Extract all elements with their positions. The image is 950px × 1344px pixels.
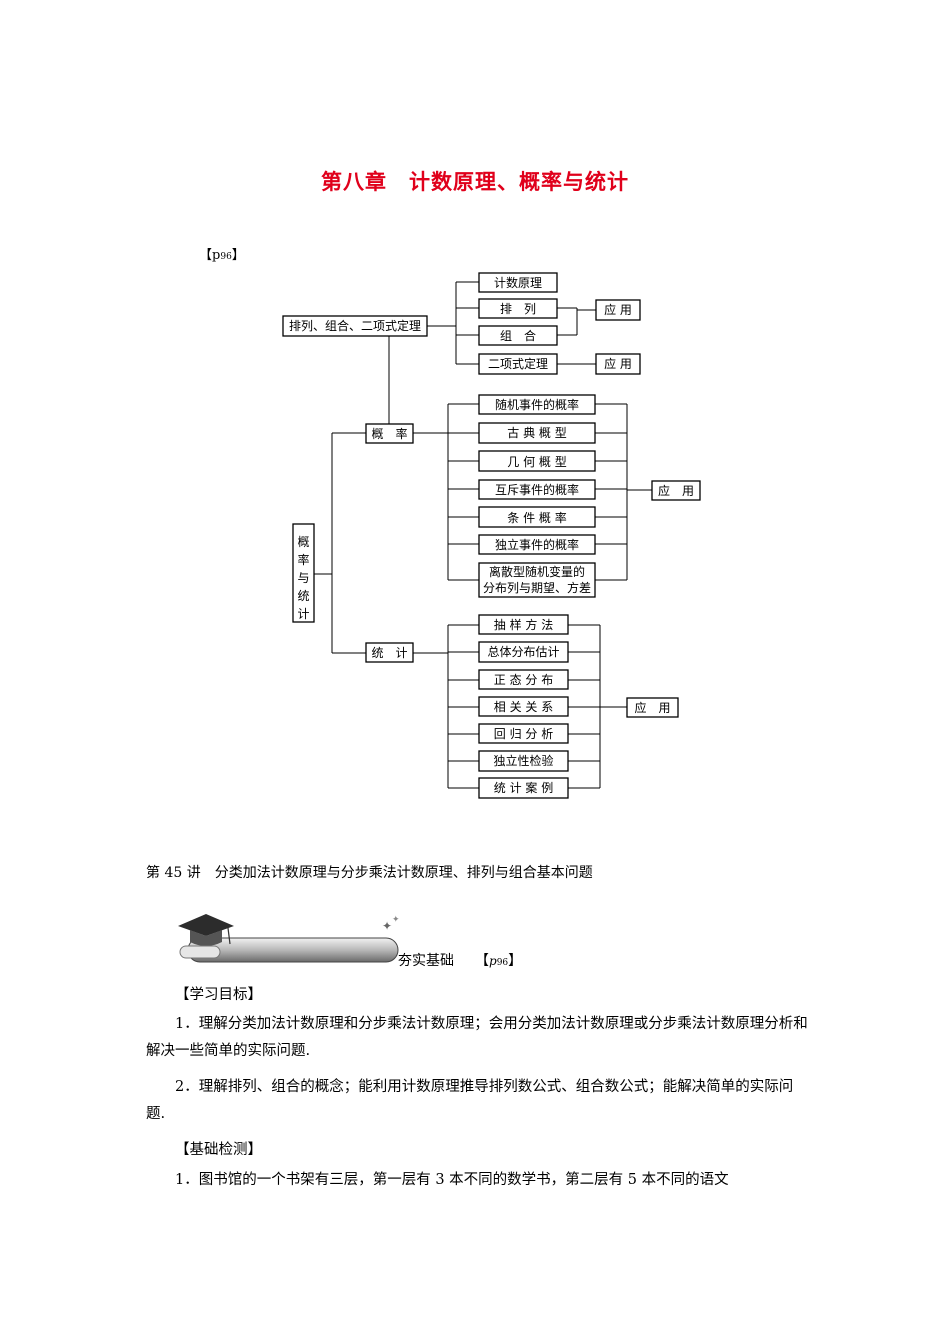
node-sampling-methods: 抽 样 方 法 [478,614,569,635]
svg-text:应 用: 应 用 [604,302,632,317]
svg-text:应 用: 应 用 [658,483,694,498]
learning-goals-heading: 【学习目标】 [175,987,262,1003]
node-application-2: 应 用 [595,353,641,375]
node-binomial-theorem: 二项式定理 [478,353,558,375]
node-discrete-random-variable: 离散型随机变量的 分布列与期望、方差 [478,562,596,598]
svg-text:独立性检验: 独立性检验 [493,753,553,768]
svg-text:组 合: 组 合 [500,328,536,343]
node-probability: 概 率 [365,423,414,444]
svg-text:计: 计 [297,607,309,621]
graduation-cap-banner-icon: ✦ ✦ [178,914,400,963]
svg-text:古 典 概 型: 古 典 概 型 [507,425,566,440]
node-random-event-probability: 随机事件的概率 [478,394,596,415]
node-application-statistics: 应 用 [626,697,679,718]
goal-2: 2．理解排列、组合的概念；能利用计数原理推导排列数公式、组合数公式；能解决简单的… [146,1079,794,1122]
node-statistical-cases: 统 计 案 例 [478,777,569,799]
svg-text:排列、组合、二项式定理: 排列、组合、二项式定理 [289,318,421,333]
node-conditional-probability: 条 件 概 率 [478,506,596,528]
node-permutation-combination-binomial: 排列、组合、二项式定理 [282,315,428,337]
svg-text:排 列: 排 列 [500,302,536,316]
svg-text:分布列与期望、方差: 分布列与期望、方差 [483,580,591,595]
chapter-title: 第八章 计数原理、概率与统计 [321,169,629,194]
basic-test-heading: 【基础检测】 [175,1142,262,1158]
node-geometric-probability: 几 何 概 型 [478,450,596,472]
goal-1: 1．理解分类加法计数原理和分步乘法计数原理；会用分类加法计数原理或分步乘法计数原… [146,1016,808,1059]
svg-text:应 用: 应 用 [634,700,670,715]
node-application-probability: 应 用 [651,480,701,501]
knowledge-structure-diagram: 排列、组合、二项式定理 计数原理 排 列 组 合 二项式定理 应 用 应 用 概… [282,272,701,799]
node-root-probability-statistics: 概 率 与 统 计 [292,523,315,623]
svg-text:几 何 概 型: 几 何 概 型 [507,455,566,469]
node-regression-analysis: 回 归 分 析 [478,723,569,744]
node-normal-distribution: 正 态 分 布 [478,669,569,690]
svg-text:回 归 分 析: 回 归 分 析 [494,727,553,741]
svg-text:随机事件的概率: 随机事件的概率 [495,397,579,412]
node-classical-probability: 古 典 概 型 [478,422,596,444]
node-population-distribution-estimation: 总体分布估计 [478,641,569,663]
svg-text:✦: ✦ [382,919,392,933]
svg-text:率: 率 [297,552,309,567]
svg-text:条 件 概 率: 条 件 概 率 [507,510,566,525]
svg-text:二项式定理: 二项式定理 [488,356,548,371]
svg-text:统: 统 [297,589,309,603]
node-independent-events: 独立事件的概率 [478,534,596,555]
svg-text:概: 概 [297,535,309,549]
page-reference: 【p96】 [199,248,245,263]
svg-text:离散型随机变量的: 离散型随机变量的 [489,564,585,579]
svg-text:抽 样 方 法: 抽 样 方 法 [494,617,553,632]
section-heading: 夯实基础 【p96】 [398,953,523,969]
svg-text:概 率: 概 率 [371,426,407,441]
node-combination: 组 合 [478,325,558,346]
question-1: 1．图书馆的一个书架有三层，第一层有 3 本不同的数学书，第二层有 5 本不同的… [175,1172,729,1188]
svg-text:正 态 分 布: 正 态 分 布 [494,673,553,687]
svg-text:统 计 案 例: 统 计 案 例 [494,780,553,795]
svg-text:统 计: 统 计 [371,646,407,660]
svg-text:✦: ✦ [392,915,400,925]
svg-text:计数原理: 计数原理 [494,275,542,290]
node-independence-test: 独立性检验 [478,750,569,772]
svg-text:总体分布估计: 总体分布估计 [487,645,559,659]
node-counting-principle: 计数原理 [478,272,558,293]
svg-text:应 用: 应 用 [604,356,632,371]
svg-text:相 关 关 系: 相 关 关 系 [494,700,553,714]
svg-text:与: 与 [297,571,309,585]
node-correlation: 相 关 关 系 [478,696,569,717]
node-mutually-exclusive-events: 互斥事件的概率 [478,479,596,500]
node-permutation: 排 列 [478,298,558,319]
node-statistics: 统 计 [365,642,414,663]
lecture-title: 第 45 讲 分类加法计数原理与分步乘法计数原理、排列与组合基本问题 [146,865,593,881]
svg-text:互斥事件的概率: 互斥事件的概率 [495,482,579,497]
svg-text:独立事件的概率: 独立事件的概率 [495,537,579,552]
node-application-1: 应 用 [595,299,641,321]
